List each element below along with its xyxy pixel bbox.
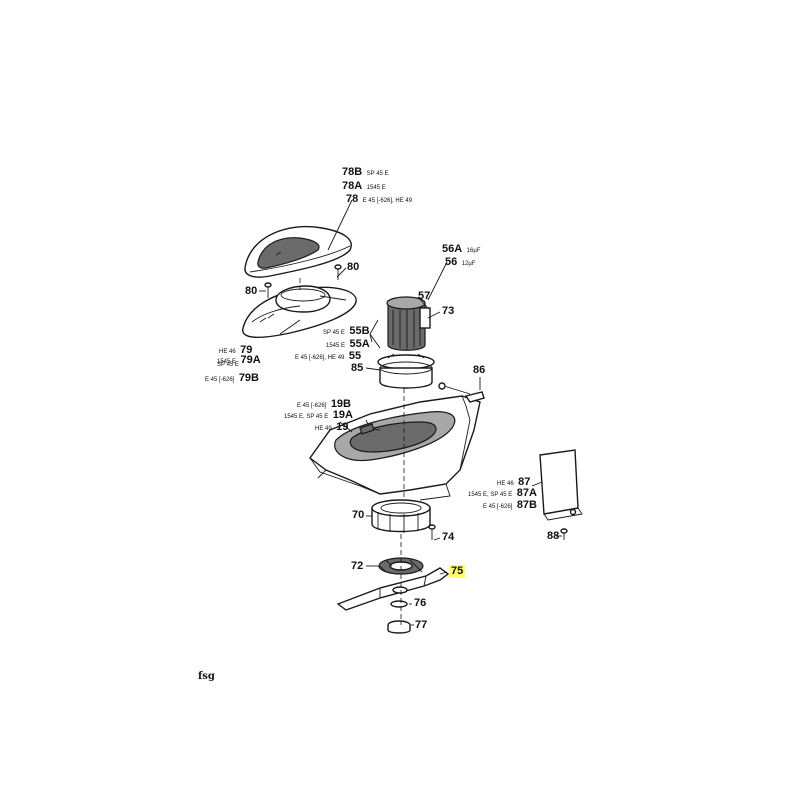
motor <box>377 296 435 389</box>
part-number-78: 78 <box>346 193 359 205</box>
callout-80-left: 80 <box>245 285 258 297</box>
callout-85: 85 <box>351 362 364 374</box>
variant-note-56a: 16µF <box>466 248 481 254</box>
callout-76: 76 <box>414 597 427 609</box>
callout-56: 56 12µF <box>445 253 476 269</box>
callout-88: 88 <box>547 530 560 542</box>
part-number-19a: 19A <box>332 409 353 421</box>
motor-cover <box>242 285 357 338</box>
part-number-19b: 19B <box>330 398 351 410</box>
part-number-56: 56 <box>445 256 458 268</box>
variant-note-19b: E 45 [-626] <box>297 403 327 409</box>
callout-74: 74 <box>442 531 455 543</box>
callout-79: HE 46 79 <box>219 341 252 357</box>
variant-note-78: E 45 [-626], HE 49 <box>362 198 413 204</box>
callout-79b: E 45 [-626] 79B <box>205 369 259 385</box>
callout-78a: 78A 1545 E <box>342 177 386 193</box>
variant-note-55a: 1545 E <box>326 343 346 349</box>
variant-note-87a: 1545 E, SP 45 E <box>468 492 513 498</box>
footer-mark: fsg <box>198 671 215 682</box>
variant-note-79b: E 45 [-626] <box>205 377 235 383</box>
callout-19: HE 49 19 <box>315 418 348 434</box>
variant-note-79a-2: SP 45 E <box>217 362 239 368</box>
callout-70: 70 <box>352 509 365 521</box>
part-number-87b: 87B <box>516 499 537 511</box>
callout-19a: 1545 E, SP 45 E 19A <box>284 406 353 422</box>
callout-87b: E 45 [-626] 87B <box>483 496 537 512</box>
variant-note-55: E 45 [-626], HE 49 <box>295 355 345 361</box>
variant-note-19: HE 49 <box>315 426 332 432</box>
variant-note-87b: E 45 [-626] <box>483 504 513 510</box>
fan-housing <box>371 499 431 533</box>
part-number-19: 19 <box>336 421 349 433</box>
part-number-55a: 55A <box>349 338 370 350</box>
part-number-56a: 56A <box>442 243 463 255</box>
variant-note-19a: 1545 E, SP 45 E <box>284 414 329 420</box>
variant-note-55b: SP 45 E <box>323 330 345 336</box>
variant-note-79: HE 46 <box>219 349 236 355</box>
callout-80-right: 80 <box>347 261 360 273</box>
callout-72: 72 <box>351 560 364 572</box>
callout-87a: 1545 E, SP 45 E 87A <box>468 484 537 500</box>
part-number-79: 79 <box>240 344 253 356</box>
callout-77: 77 <box>415 619 428 631</box>
part-number-87: 87 <box>518 476 531 488</box>
callout-86: 86 <box>473 364 486 376</box>
callout-55: E 45 [-626], HE 49 55 <box>295 347 361 363</box>
callout-87: HE 46 87 <box>497 473 530 489</box>
washer-and-bolt <box>387 600 411 634</box>
callout-78: 78 E 45 [-626], HE 49 <box>346 190 412 206</box>
callout-55a: 1545 E 55A <box>326 335 370 351</box>
callout-55b: SP 45 E 55B <box>323 322 370 338</box>
variant-note-78b: SP 45 E <box>366 171 389 177</box>
callout-57: 57 <box>418 290 431 302</box>
callout-75-highlighted: 75 <box>449 565 466 578</box>
screws <box>264 264 568 540</box>
callout-56a: 56A 16µF <box>442 240 480 256</box>
callout-79a: 1545 E 79A <box>217 351 261 367</box>
part-number-55: 55 <box>348 350 362 362</box>
part-number-79b: 79B <box>238 372 259 384</box>
part-number-78a: 78A <box>342 180 363 192</box>
leader-lines <box>259 199 562 626</box>
part-number-78b: 78B <box>342 166 363 178</box>
part-number-79a: 79A <box>240 354 261 366</box>
variant-note-87: HE 46 <box>497 481 514 487</box>
rear-flap <box>539 449 583 521</box>
variant-note-79a-1: 1545 E <box>217 359 237 365</box>
callout-73: 73 <box>442 305 455 317</box>
bracket <box>438 382 485 403</box>
mower-deck <box>309 395 481 501</box>
callout-78b: 78B SP 45 E <box>342 163 389 179</box>
part-number-87a: 87A <box>516 487 537 499</box>
blade <box>336 567 450 611</box>
part-number-55b: 55B <box>349 325 370 337</box>
variant-note-78a: 1545 E <box>366 185 386 191</box>
variant-note-56: 12µF <box>461 261 476 267</box>
callout-19b: E 45 [-626] 19B <box>297 395 351 411</box>
top-cover <box>244 225 352 278</box>
